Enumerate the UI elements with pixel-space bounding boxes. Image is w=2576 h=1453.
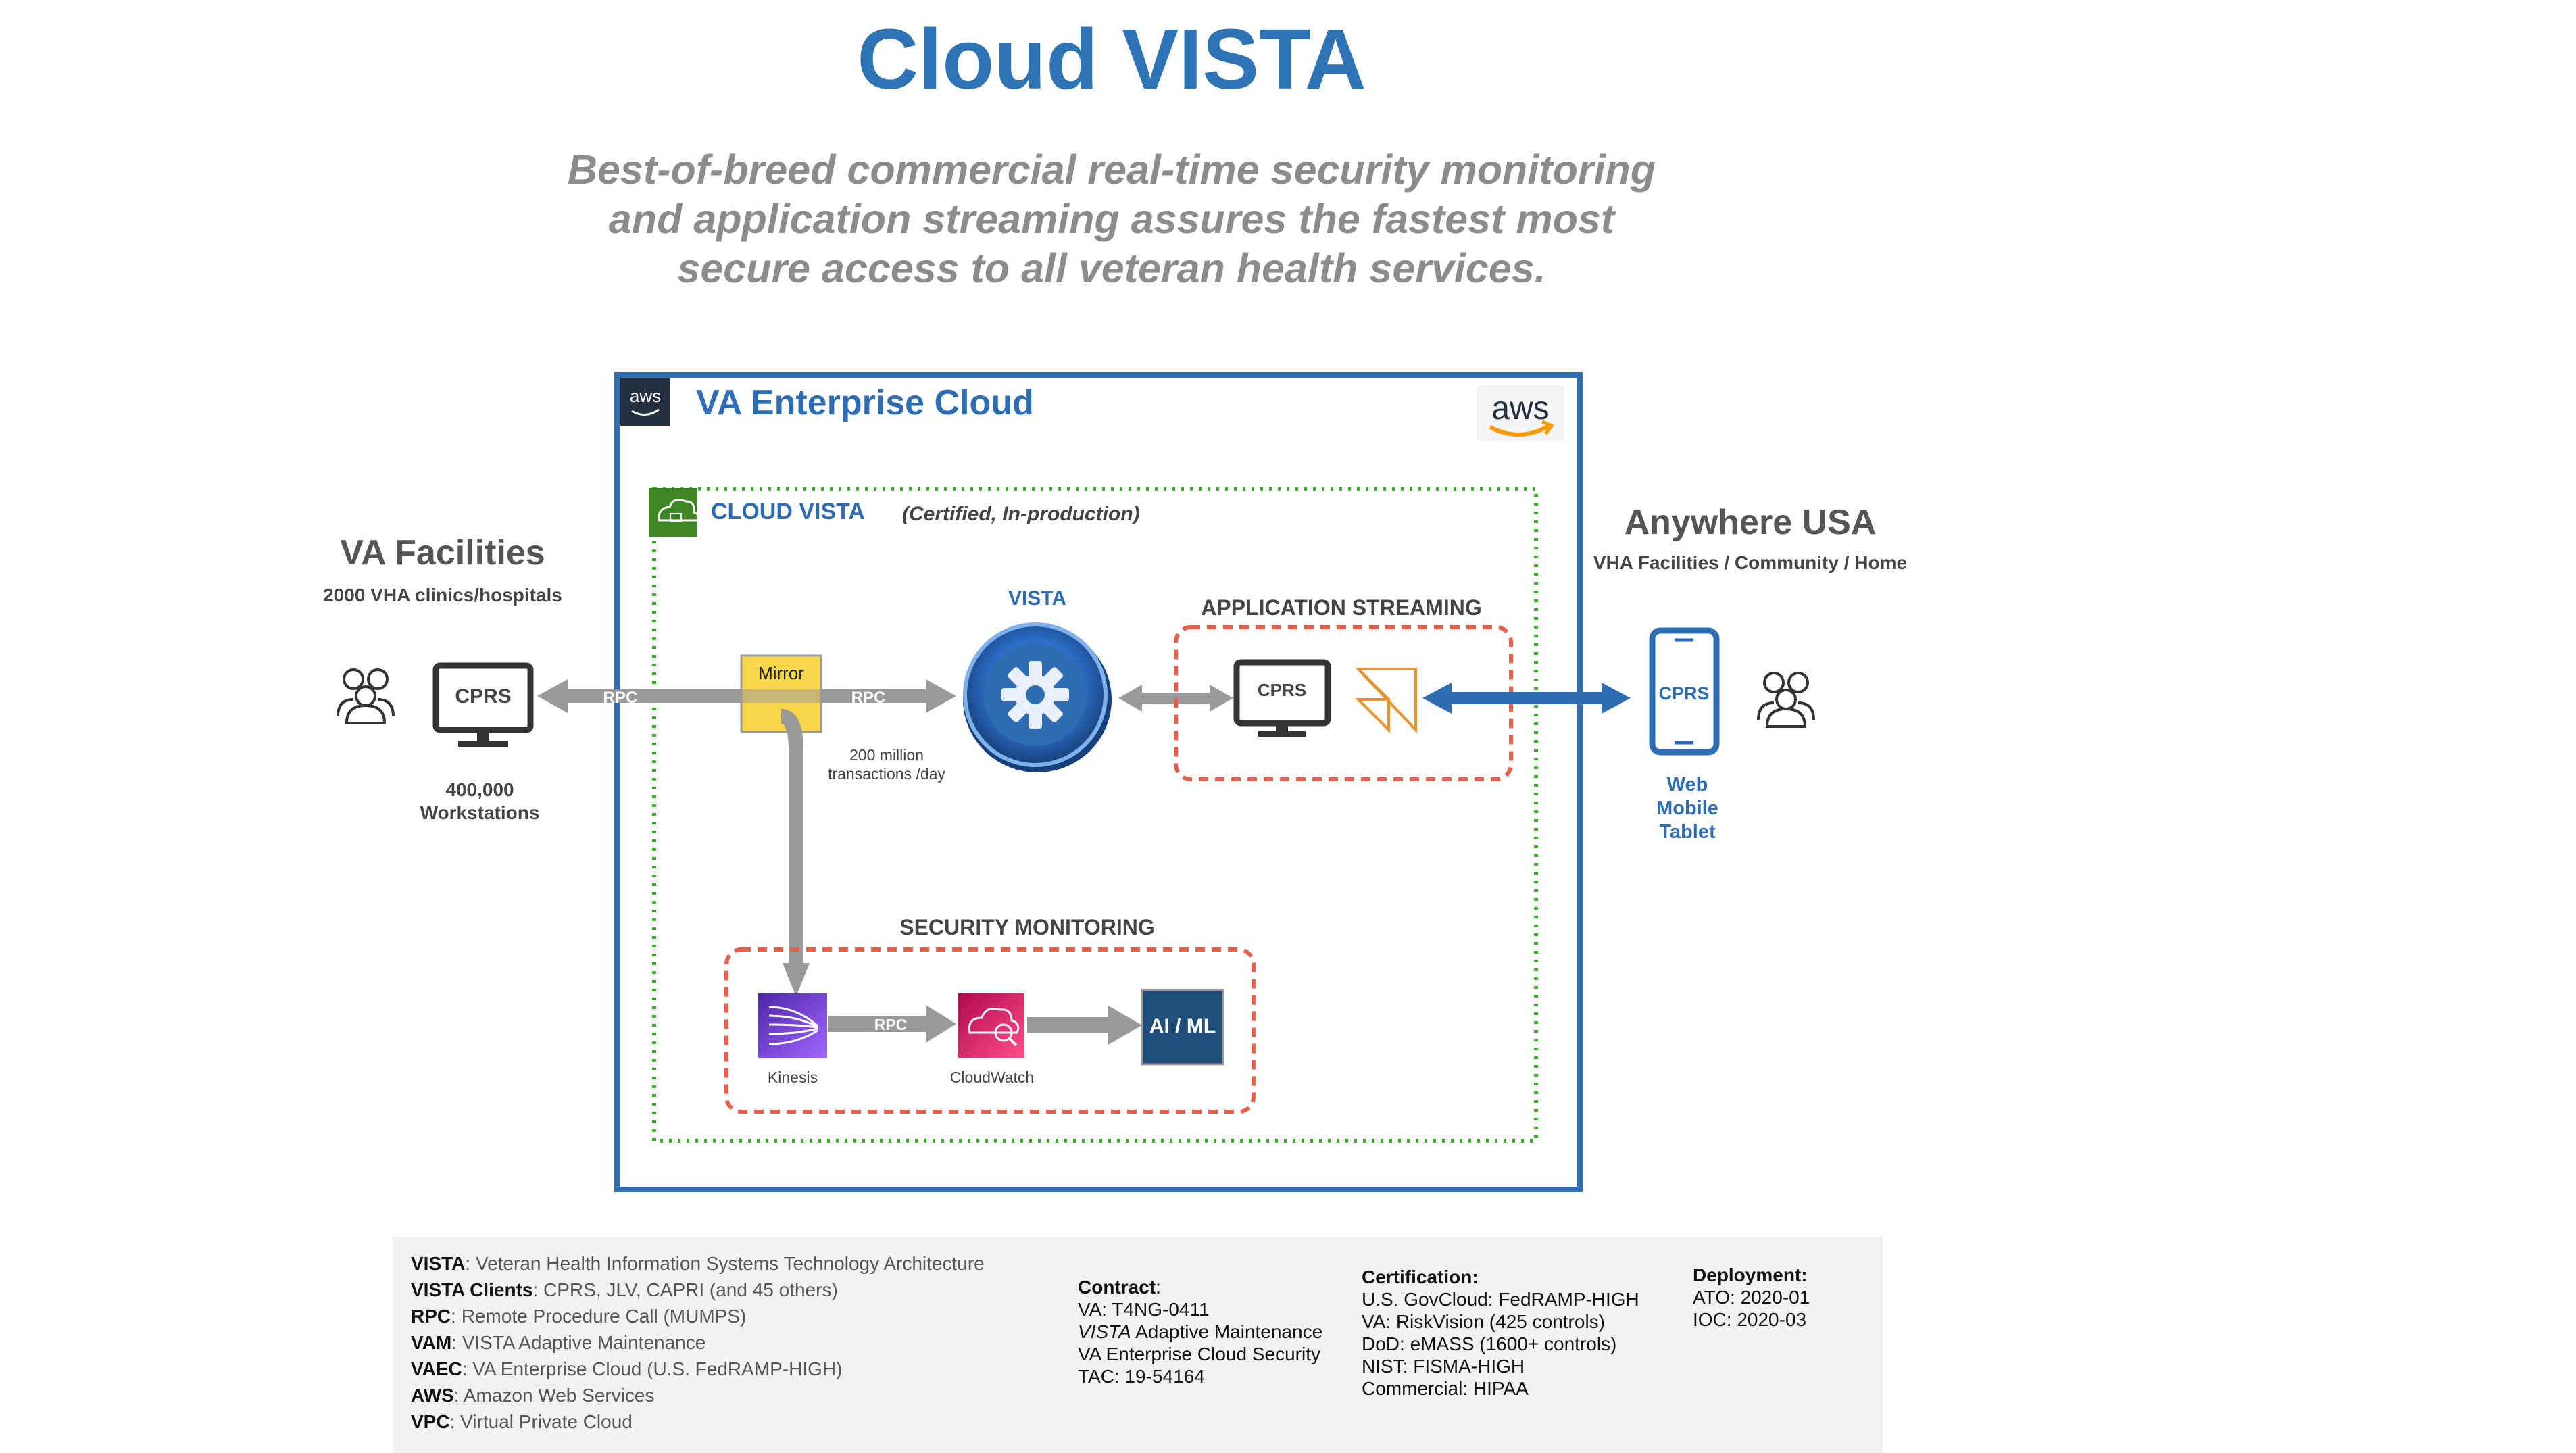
workstation-count: 400,000	[445, 779, 514, 800]
va-facilities-subtitle: 2000 VHA clinics/hospitals	[323, 585, 562, 606]
aiml-box	[1141, 989, 1224, 1066]
definition-vam: VAM: VISTA Adaptive Maintenance	[411, 1332, 706, 1353]
contract-block: Contract: VA: T4NG-0411 VISTA Adaptive M…	[1078, 1276, 1322, 1387]
certification-line-1: U.S. GovCloud: FedRAMP-HIGH	[1362, 1289, 1639, 1310]
definition-vaec: VAEC: VA Enterprise Cloud (U.S. FedRAMP-…	[411, 1358, 843, 1379]
cloudwatch-aiml-arrow	[1027, 1006, 1142, 1045]
contract-line-3: VA Enterprise Cloud Security	[1078, 1344, 1320, 1364]
aws-logo-text: aws	[1491, 391, 1549, 426]
definition-vpc: VPC: Virtual Private Cloud	[411, 1411, 633, 1432]
kinesis-label: Kinesis	[768, 1068, 818, 1086]
workstation-cprs-label: CPRS	[455, 685, 511, 708]
phone-icon	[1649, 627, 1720, 756]
deployment-line-2: IOC: 2020-03	[1693, 1309, 1807, 1330]
subtitle-line-3: secure access to all veteran health serv…	[677, 245, 1546, 291]
certification-block: Certification: U.S. GovCloud: FedRAMP-HI…	[1362, 1266, 1639, 1400]
cloudwatch-label: CloudWatch	[950, 1068, 1034, 1086]
vista-label: VISTA	[1008, 587, 1066, 610]
app-streaming-title: APPLICATION STREAMING	[1201, 595, 1481, 620]
legend-definitions: VISTA: Veteran Health Information System…	[411, 1250, 985, 1435]
streaming-device-arrow	[1422, 683, 1631, 714]
device-mobile: Mobile	[1656, 797, 1718, 819]
definition-aws: AWS: Amazon Web Services	[411, 1385, 655, 1406]
streaming-monitor-icon	[1233, 659, 1331, 737]
aws-badge-text: aws	[630, 386, 661, 406]
certification-line-2: VA: RiskVision (425 controls)	[1362, 1311, 1605, 1332]
device-cprs-label: CPRS	[1658, 683, 1709, 704]
certification-heading: Certification:	[1362, 1266, 1479, 1287]
people-icon	[337, 668, 395, 724]
security-rpc-label: RPC	[874, 1016, 908, 1033]
aws-logo: aws	[1477, 385, 1564, 441]
vista-gear-icon	[963, 622, 1112, 772]
kinesis-cloudwatch-arrow	[828, 1005, 956, 1043]
rpc-left-label: RPC	[603, 689, 638, 707]
subtitle-line-2: and application streaming assures the fa…	[608, 196, 1615, 242]
device-web: Web	[1667, 774, 1708, 795]
definition-vista-clients: VISTA Clients: CPRS, JLV, CAPRI (and 45 …	[411, 1279, 838, 1300]
workstation-count-label: Workstations	[420, 802, 540, 823]
mirror-to-kinesis-arrowhead	[783, 963, 810, 997]
streaming-cprs-label: CPRS	[1258, 680, 1306, 700]
page-subtitle: Best-of-breed commercial real-time secur…	[473, 145, 1750, 293]
contract-heading: Contract:	[1078, 1277, 1161, 1298]
vista-streaming-arrow	[1118, 685, 1233, 712]
certification-line-3: DoD: eMASS (1600+ controls)	[1362, 1333, 1617, 1354]
page-title: Cloud VISTA	[857, 11, 1366, 107]
deployment-line-1: ATO: 2020-01	[1693, 1287, 1810, 1308]
transactions-line-2: transactions /day	[828, 765, 945, 783]
contract-line-1: VA: T4NG-0411	[1078, 1299, 1210, 1320]
cloud-vista-status: (Certified, In-production)	[902, 503, 1140, 525]
anywhere-title: Anywhere USA	[1625, 503, 1877, 542]
mirror-label: Mirror	[758, 663, 804, 683]
deployment-block: Deployment: ATO: 2020-01 IOC: 2020-03	[1693, 1264, 1810, 1331]
certification-line-4: NIST: FISMA-HIGH	[1362, 1356, 1525, 1377]
security-monitoring-title: SECURITY MONITORING	[899, 915, 1155, 939]
va-enterprise-cloud-label: VA Enterprise Cloud	[696, 383, 1034, 422]
contract-line-2: VISTA Adaptive Maintenance	[1078, 1321, 1323, 1342]
aiml-label: AI / ML	[1149, 1015, 1216, 1037]
people-icon-right	[1757, 672, 1815, 728]
cloud-vista-region	[652, 487, 1538, 1143]
security-monitoring-box	[724, 947, 1256, 1114]
aws-badge-icon: aws	[620, 378, 670, 426]
monitor-icon	[432, 662, 534, 747]
cloud-lock-icon	[649, 488, 700, 537]
contract-line-4: TAC: 19-54164	[1078, 1366, 1205, 1387]
architecture-diagram: aws VA Enterprise Cloud aws CLOUD VISTA …	[323, 372, 1907, 1192]
cloudwatch-icon	[958, 993, 1024, 1058]
rpc-right-label: RPC	[851, 689, 886, 707]
appstream-icon	[1355, 668, 1417, 734]
certification-line-5: Commercial: HIPAA	[1362, 1378, 1529, 1399]
deployment-heading: Deployment:	[1693, 1264, 1808, 1285]
va-facilities-title: VA Facilities	[340, 533, 545, 572]
kinesis-icon	[758, 993, 827, 1058]
cloud-vista-label: CLOUD VISTA	[711, 499, 865, 524]
legend-panel	[393, 1237, 1883, 1453]
mirror-to-kinesis-arrow	[780, 709, 803, 966]
va-enterprise-cloud-frame	[614, 372, 1583, 1192]
transactions-line-1: 200 million	[849, 746, 924, 764]
device-tablet: Tablet	[1659, 821, 1716, 843]
definition-vista: VISTA: Veteran Health Information System…	[411, 1253, 985, 1274]
subtitle-line-1: Best-of-breed commercial real-time secur…	[567, 147, 1656, 193]
anywhere-subtitle: VHA Facilities / Community / Home	[1593, 552, 1907, 573]
definition-rpc: RPC: Remote Procedure Call (MUMPS)	[411, 1306, 747, 1327]
